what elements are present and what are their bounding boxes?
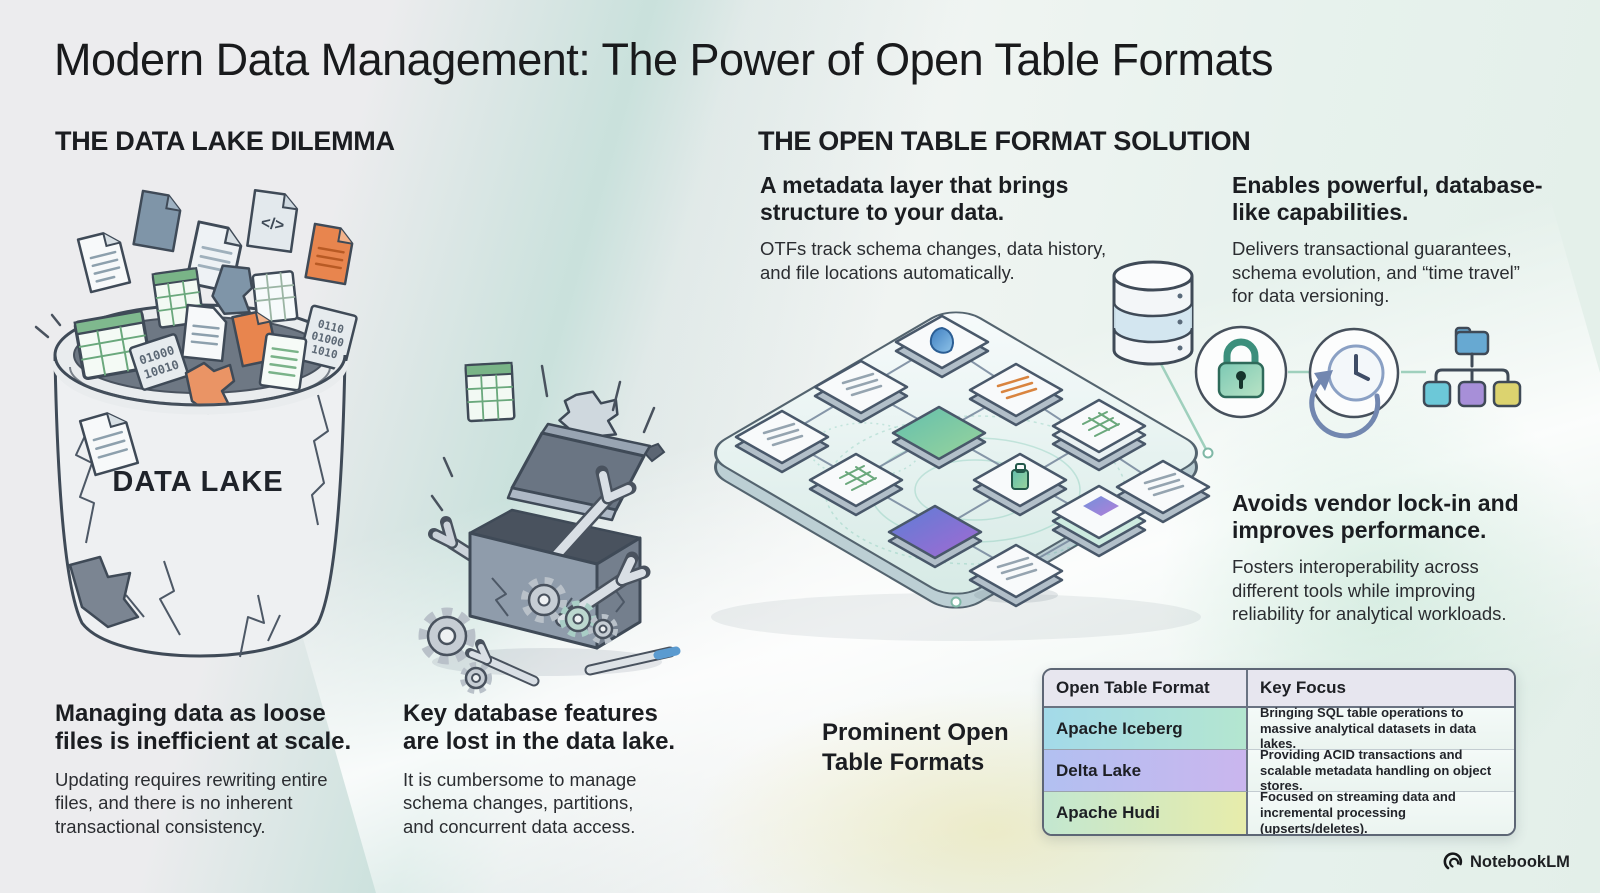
- point-body: It is cumbersome to manage schema change…: [403, 768, 637, 837]
- dilemma-point-1: Managing data as loose files is ineffici…: [55, 700, 365, 838]
- table-row-delta-name: Delta Lake: [1044, 750, 1248, 792]
- brand-name: NotebookLM: [1470, 852, 1570, 871]
- point-body: OTFs track schema changes, data history,…: [760, 238, 1107, 283]
- formats-table: Open Table Format Key Focus Apache Icebe…: [1042, 668, 1516, 836]
- point-body: Fosters interoperability across differen…: [1232, 556, 1507, 625]
- brand-watermark: NotebookLM: [1443, 852, 1570, 872]
- lock-icon: [1194, 325, 1288, 419]
- table-row-hudi-focus: Focused on streaming data and incrementa…: [1248, 789, 1514, 834]
- table-header-format: Open Table Format: [1044, 670, 1248, 708]
- notebooklm-logo-icon: [1443, 852, 1463, 870]
- spreadsheet-file-icon: [464, 361, 516, 423]
- formats-label: Prominent Open Table Formats: [822, 719, 1009, 776]
- table-header-focus: Key Focus: [1248, 670, 1514, 708]
- point-heading: A metadata layer that brings structure t…: [760, 172, 1069, 226]
- solution-point-1: A metadata layer that brings structure t…: [760, 172, 1110, 284]
- solution-point-3: Avoids vendor lock-in and improves perfo…: [1232, 490, 1562, 626]
- data-lake-label: DATA LAKE: [112, 466, 283, 498]
- broken-toolbox-illustration: [418, 361, 681, 694]
- orange-file-icon: [304, 222, 354, 286]
- point-heading: Managing data as loose files is ineffici…: [55, 700, 352, 756]
- table-row-hudi-name: Apache Hudi: [1044, 792, 1248, 834]
- solution-heading: THE OPEN TABLE FORMAT SOLUTION: [758, 126, 1251, 156]
- gear-icon: [418, 607, 476, 665]
- history-clock-icon: [1308, 327, 1400, 439]
- dilemma-heading: THE DATA LAKE DILEMMA: [55, 126, 395, 156]
- page-title: Modern Data Management: The Power of Ope…: [54, 34, 1274, 85]
- point-heading: Key database features are lost in the da…: [403, 700, 676, 756]
- database-icon: [1112, 260, 1194, 366]
- svg-text:</>: </>: [260, 214, 285, 234]
- point-heading: Enables powerful, database-like capabili…: [1232, 172, 1543, 226]
- code-file-icon: </>: [246, 188, 299, 254]
- point-body: Delivers transactional guarantees, schem…: [1232, 238, 1520, 307]
- dilemma-point-2: Key database features are lost in the da…: [403, 700, 693, 838]
- solution-point-2: Enables powerful, database-like capabili…: [1232, 172, 1572, 308]
- table-row-delta-focus: Providing ACID transactions and scalable…: [1248, 747, 1514, 793]
- schema-tree-icon: [1422, 326, 1522, 408]
- table-row-iceberg-name: Apache Iceberg: [1044, 708, 1248, 750]
- table-row-iceberg-focus: Bringing SQL table operations to massive…: [1248, 705, 1514, 751]
- point-body: Updating requires rewriting entire files…: [55, 768, 328, 837]
- falling-file-icons: </>: [76, 188, 354, 294]
- point-heading: Avoids vendor lock-in and improves perfo…: [1232, 490, 1519, 544]
